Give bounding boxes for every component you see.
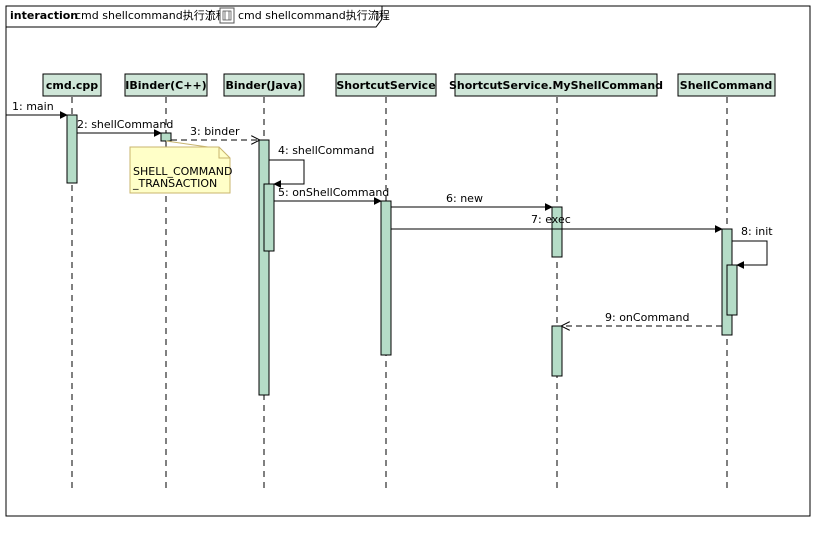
interaction-ref-icon — [219, 7, 235, 24]
activation-shellcmd-nested — [726, 264, 738, 316]
frame-ref-title: cmd shellcommand执行流程 — [238, 8, 390, 22]
svg-text:9: onCommand: 9: onCommand — [605, 311, 689, 324]
activation-binderjava — [258, 139, 270, 396]
activation-ibinder — [160, 132, 172, 142]
frame-ref-open: [ — [208, 9, 212, 22]
svg-text:5: onShellCommand: 5: onShellCommand — [278, 186, 389, 199]
lifeline-head-shellcmd: ShellCommand — [677, 73, 776, 97]
message-1: 1: main — [6, 100, 68, 119]
lifeline-head-binderjava: Binder(Java) — [223, 73, 305, 97]
frame-header — [5, 5, 383, 28]
lifeline-head-myshell: ShortcutService.MyShellCommand — [449, 73, 663, 97]
svg-text:_TRANSACTION: _TRANSACTION — [132, 177, 217, 190]
lifeline-head-cmd: cmd.cpp — [42, 73, 102, 97]
activation-cmd — [66, 114, 78, 184]
svg-text:3: binder: 3: binder — [190, 125, 240, 138]
lifeline-head-ibinder: IBinder(C++) — [124, 73, 208, 97]
activation-binderjava-nested — [263, 183, 275, 252]
svg-text:ShortcutService.MyShellCommand: ShortcutService.MyShellCommand — [449, 79, 663, 92]
lifeline-head-shortcut: ShortcutService — [335, 73, 437, 97]
svg-text:Binder(Java): Binder(Java) — [226, 79, 303, 92]
activation-myshell-2 — [551, 325, 563, 377]
svg-text:IBinder(C++): IBinder(C++) — [125, 79, 206, 92]
svg-text:2: shellCommand: 2: shellCommand — [77, 118, 173, 131]
svg-text:1: main: 1: main — [12, 100, 54, 113]
activation-myshell-1 — [551, 206, 563, 258]
message-6: 6: new — [391, 192, 553, 211]
svg-text:8: init: 8: init — [741, 225, 773, 238]
message-8: 8: init — [732, 225, 773, 269]
svg-text:ShellCommand: ShellCommand — [680, 79, 772, 92]
message-2: 2: shellCommand — [77, 118, 173, 137]
svg-text:ShortcutService: ShortcutService — [336, 79, 435, 92]
svg-text:6: new: 6: new — [446, 192, 483, 205]
frame-keyword: interaction — [10, 9, 78, 22]
activation-shortcut — [380, 200, 392, 356]
message-5: 5: onShellCommand — [274, 186, 389, 205]
message-9: 9: onCommand — [562, 311, 722, 326]
frame-title: cmd shellcommand执行流程 — [75, 8, 227, 22]
svg-text:cmd.cpp: cmd.cpp — [46, 79, 98, 92]
note-shell-command-transaction: SHELL_COMMAND _TRANSACTION — [129, 140, 233, 194]
svg-text:SHELL_COMMAND: SHELL_COMMAND — [133, 165, 233, 178]
activations — [66, 114, 738, 396]
frame-ref-close: ] — [375, 9, 379, 22]
svg-text:7: exec: 7: exec — [531, 213, 571, 226]
message-7: 7: exec — [391, 213, 723, 233]
message-4: 4: shellCommand — [269, 144, 374, 188]
message-3: 3: binder — [171, 125, 259, 140]
svg-text:4: shellCommand: 4: shellCommand — [278, 144, 374, 157]
